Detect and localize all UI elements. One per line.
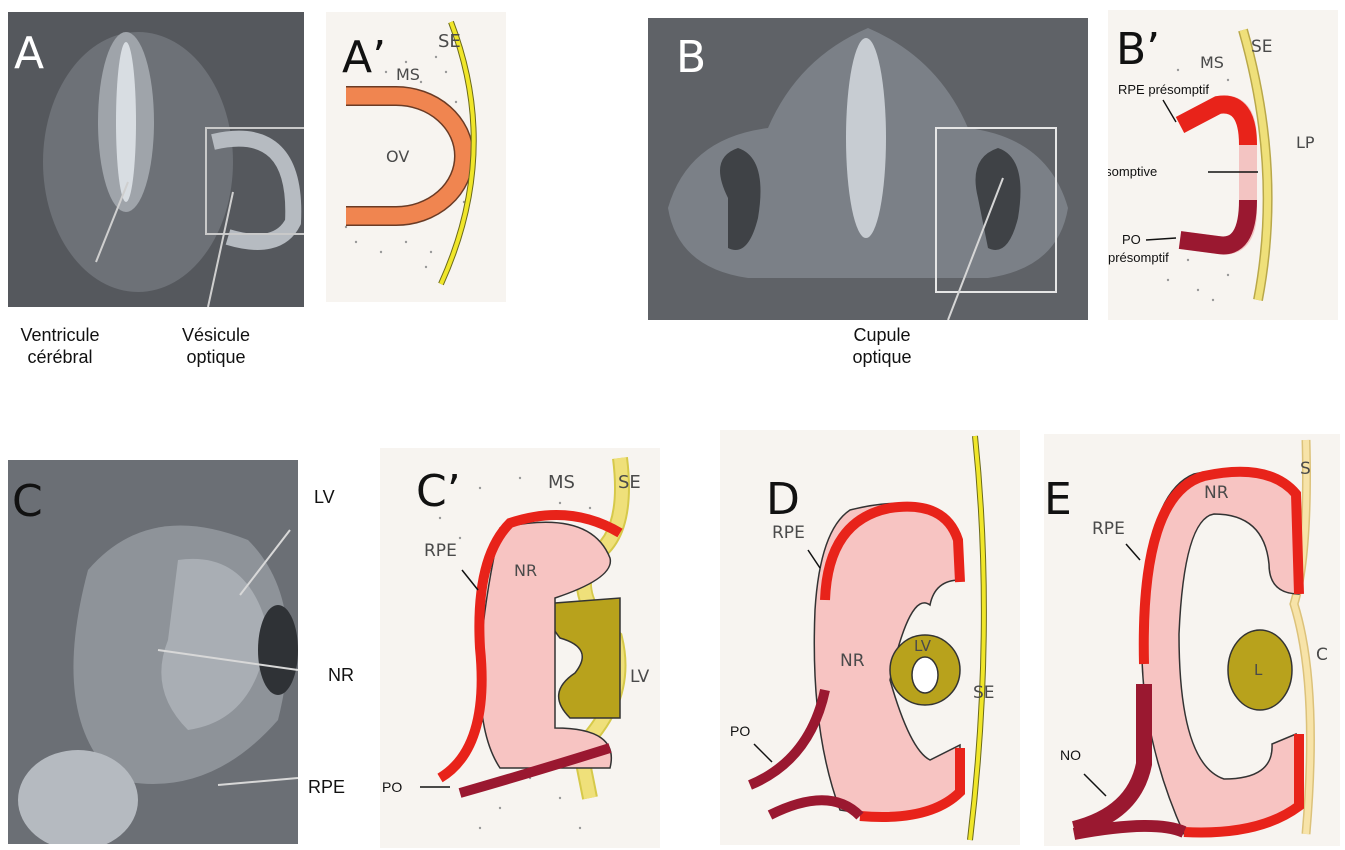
panel-letter-a: A <box>14 32 44 76</box>
label-ventricule-line1: Ventricule <box>4 324 116 346</box>
label-ms-c: MS <box>548 472 575 493</box>
photo-c-drawing <box>8 460 298 844</box>
panel-letter-e: E <box>1044 478 1072 522</box>
arrow-po-b <box>1146 238 1176 240</box>
sketch-d: RPE NR LV SE PO D <box>720 430 1020 845</box>
label-nr-c: NR <box>328 664 368 686</box>
panel-letter-d: D <box>766 478 800 522</box>
label-vesicule-line1: Vésicule <box>160 324 272 346</box>
arrow-rpe-b <box>1163 100 1176 122</box>
sketch-e-drawing: RPE NR S C L NO <box>1044 434 1340 846</box>
label-po-presomptif: présomptif <box>1108 250 1169 265</box>
label-vesicule: Vésicule optique <box>160 324 272 368</box>
label-se-c: SE <box>618 472 641 493</box>
arrow-rpe-c <box>462 570 478 590</box>
label-cupule-line1: Cupule <box>812 324 952 346</box>
photo-b-drawing <box>648 18 1088 320</box>
label-lp: LP <box>1296 133 1315 152</box>
label-lv-d: LV <box>914 637 932 655</box>
label-rpe-e: RPE <box>1092 519 1125 539</box>
label-ventricule-line2: cérébral <box>4 346 116 368</box>
label-l-e: L <box>1254 661 1263 679</box>
panel-letter-b: B <box>676 36 706 80</box>
label-cupule: Cupule optique <box>812 324 952 368</box>
label-se-a: SE <box>438 31 461 52</box>
label-nr-d: NR <box>840 651 865 671</box>
label-nr-presomptive: NR présomptive <box>1108 164 1157 179</box>
label-ov: OV <box>386 147 409 166</box>
photo-b: B <box>648 18 1088 320</box>
label-cupule-line2: optique <box>812 346 952 368</box>
panel-letter-a-prime: A’ <box>342 36 386 80</box>
label-lv-c-prime: LV <box>630 667 650 687</box>
arrow-no-e <box>1084 774 1106 796</box>
arrow-po-d <box>754 744 772 762</box>
label-rpe-c: RPE <box>308 776 358 798</box>
label-nr-e: NR <box>1204 483 1229 503</box>
label-c-e: C <box>1316 645 1328 665</box>
sketch-d-drawing: RPE NR LV SE PO <box>720 430 1020 845</box>
label-nr-c-prime: NR <box>514 561 537 580</box>
panel-letter-c-prime: C’ <box>416 470 461 514</box>
label-ms-a: MS <box>396 65 420 84</box>
label-po-b: PO <box>1122 232 1141 247</box>
label-po-d: PO <box>730 723 750 739</box>
photo-a-drawing <box>8 12 304 307</box>
label-ms-b: MS <box>1200 53 1224 72</box>
arrow-rpe-e <box>1126 544 1140 560</box>
label-rpe-presomptif: RPE présomptif <box>1118 82 1209 97</box>
label-no-e: NO <box>1060 747 1081 763</box>
label-rpe-d: RPE <box>772 523 805 543</box>
sketch-c-prime: MS SE RPE NR LV PO C’ <box>380 448 660 848</box>
label-lv-c: LV <box>314 486 354 508</box>
label-po-c: PO <box>382 779 402 795</box>
panel-letter-b-prime: B’ <box>1116 28 1160 72</box>
sketch-a-prime: MS SE OV A’ <box>326 12 506 302</box>
sketch-e: RPE NR S C L NO E <box>1044 434 1340 846</box>
arrow-rpe-d <box>808 550 820 568</box>
label-se-d: SE <box>973 683 995 703</box>
photo-c: C <box>8 460 298 844</box>
label-s-e: S <box>1300 459 1311 479</box>
label-se-b: SE <box>1251 37 1273 57</box>
label-vesicule-line2: optique <box>160 346 272 368</box>
label-ventricule: Ventricule cérébral <box>4 324 116 368</box>
label-rpe-c-prime: RPE <box>424 541 457 561</box>
panel-letter-c: C <box>12 480 43 524</box>
sketch-b-prime: MS SE LP RPE présomptif NR présomptive P… <box>1108 10 1338 320</box>
photo-a: A <box>8 12 304 307</box>
